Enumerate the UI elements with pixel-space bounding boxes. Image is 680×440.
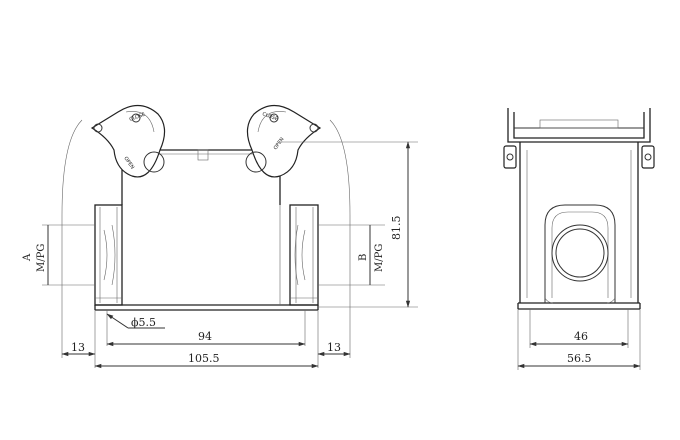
cable-entry-left <box>94 204 123 306</box>
dim-13-left: 13 <box>71 341 85 354</box>
dim-46: 46 <box>574 330 588 343</box>
lever-left-close-label: CLOSE <box>129 112 146 123</box>
left-cover-arc <box>61 119 83 300</box>
side-entry-circle <box>551 224 609 282</box>
side-view: 46 56.5 <box>503 108 655 370</box>
right-cover-arc <box>329 119 351 300</box>
dim-56-5: 56.5 <box>567 352 592 365</box>
entry-a-thread-label: M/PG <box>36 244 47 272</box>
dim-13-right: 13 <box>327 341 341 354</box>
locking-lever-left: CLOSE OPEN <box>90 104 166 178</box>
lever-right-close-label: CLOSE <box>261 111 278 122</box>
dim-81-5: 81.5 <box>390 216 403 241</box>
dim-94: 94 <box>198 330 212 343</box>
entry-b-label: B <box>358 254 369 261</box>
hole-callout: ϕ5.5 <box>106 313 165 329</box>
hole-diameter-label: ϕ5.5 <box>131 316 156 329</box>
cable-entry-right <box>289 204 319 306</box>
dim-105-5: 105.5 <box>188 352 220 365</box>
entry-b-thread-label: M/PG <box>374 244 385 272</box>
front-view: CLOSE OPEN CLOSE OPEN A M/PG B M/PG ϕ <box>22 104 418 369</box>
entry-a-label: A <box>22 253 33 262</box>
locking-lever-right: CLOSE OPEN <box>245 104 322 178</box>
